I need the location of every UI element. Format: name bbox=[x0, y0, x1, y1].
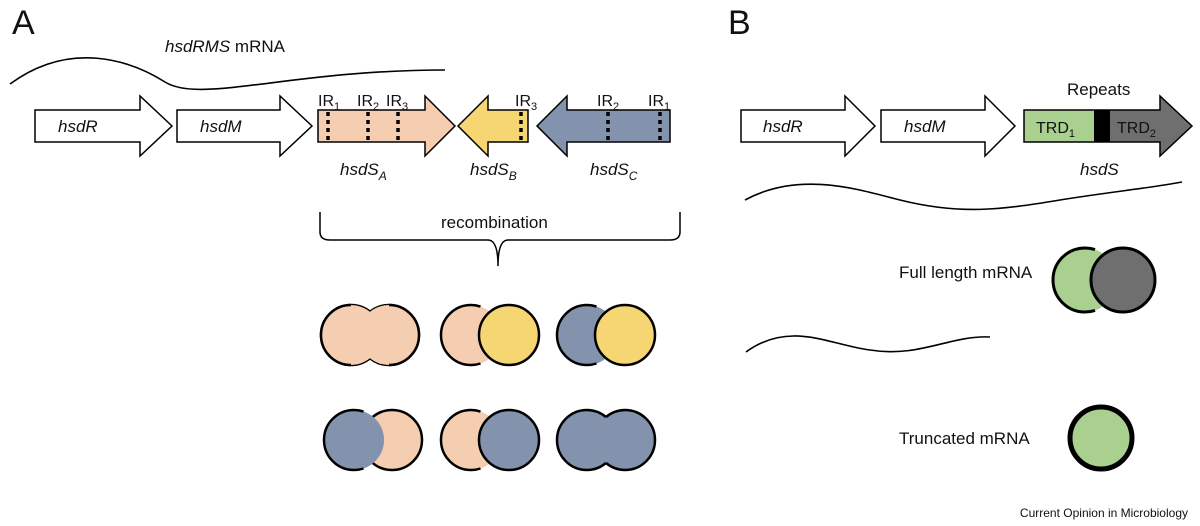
truncated-mrna-label: Truncated mRNA bbox=[899, 429, 1030, 448]
hsds-label-b: hsdS bbox=[1080, 160, 1119, 179]
trd2-label: TRD2 bbox=[1117, 120, 1156, 140]
hsdm-gene-label: hsdM bbox=[200, 117, 242, 136]
protein-c-a bbox=[322, 408, 424, 472]
journal-credit: Current Opinion in Microbiology bbox=[1020, 506, 1188, 520]
ir3-label-b: IR3 bbox=[515, 93, 537, 113]
hsds-c-arrow bbox=[535, 94, 671, 158]
trd1-label: TRD1 bbox=[1036, 120, 1075, 140]
hsdr-gene-arrow bbox=[34, 94, 174, 158]
hsds-b-label: hsdSB bbox=[470, 160, 517, 183]
ir1-label-c: IR1 bbox=[648, 93, 670, 113]
hsdrms-mrna-label: hsdRMS mRNA bbox=[165, 37, 286, 56]
repeats-label: Repeats bbox=[1067, 80, 1130, 99]
full-length-protein bbox=[1051, 246, 1157, 314]
full-length-mrna-wave bbox=[744, 181, 1183, 211]
truncated-mrna-wave bbox=[745, 335, 991, 353]
full-length-mrna-label: Full length mRNA bbox=[899, 263, 1033, 282]
hsdrms-mrna-wave bbox=[9, 57, 446, 91]
hsdm-gene-arrow-b bbox=[880, 94, 1017, 158]
protein-c-b bbox=[555, 303, 657, 367]
hsds-c-label: hsdSC bbox=[590, 160, 638, 183]
panel-b-label: B bbox=[728, 4, 751, 42]
recombination-label: recombination bbox=[441, 213, 548, 232]
hsdr-gene-label-b: hsdR bbox=[763, 117, 803, 136]
truncated-protein bbox=[1067, 404, 1135, 472]
hsdr-gene-label: hsdR bbox=[58, 117, 98, 136]
hsds-a-arrow bbox=[317, 94, 457, 158]
protein-a-c bbox=[439, 408, 541, 472]
recombination-brace bbox=[319, 212, 681, 267]
ir3-label-a: IR3 bbox=[386, 93, 408, 113]
protein-a-a bbox=[319, 303, 421, 367]
ir2-label-a: IR2 bbox=[357, 93, 379, 113]
hsdm-gene-label-b: hsdM bbox=[904, 117, 946, 136]
panel-a-label: A bbox=[12, 4, 35, 42]
hsdm-gene-arrow bbox=[176, 94, 314, 158]
ir1-label-a: IR1 bbox=[318, 93, 340, 113]
ir2-label-c: IR2 bbox=[597, 93, 619, 113]
hsds-b-arrow bbox=[456, 94, 529, 158]
hsds-a-label: hsdSA bbox=[340, 160, 387, 183]
protein-a-b bbox=[439, 303, 541, 367]
protein-c-c bbox=[555, 408, 657, 472]
hsdrms-italic: hsdRMS bbox=[165, 37, 231, 56]
hsdr-gene-arrow-b bbox=[740, 94, 877, 158]
mrna-word: mRNA bbox=[230, 37, 285, 56]
hsds-gene-arrow-b bbox=[1023, 94, 1194, 158]
